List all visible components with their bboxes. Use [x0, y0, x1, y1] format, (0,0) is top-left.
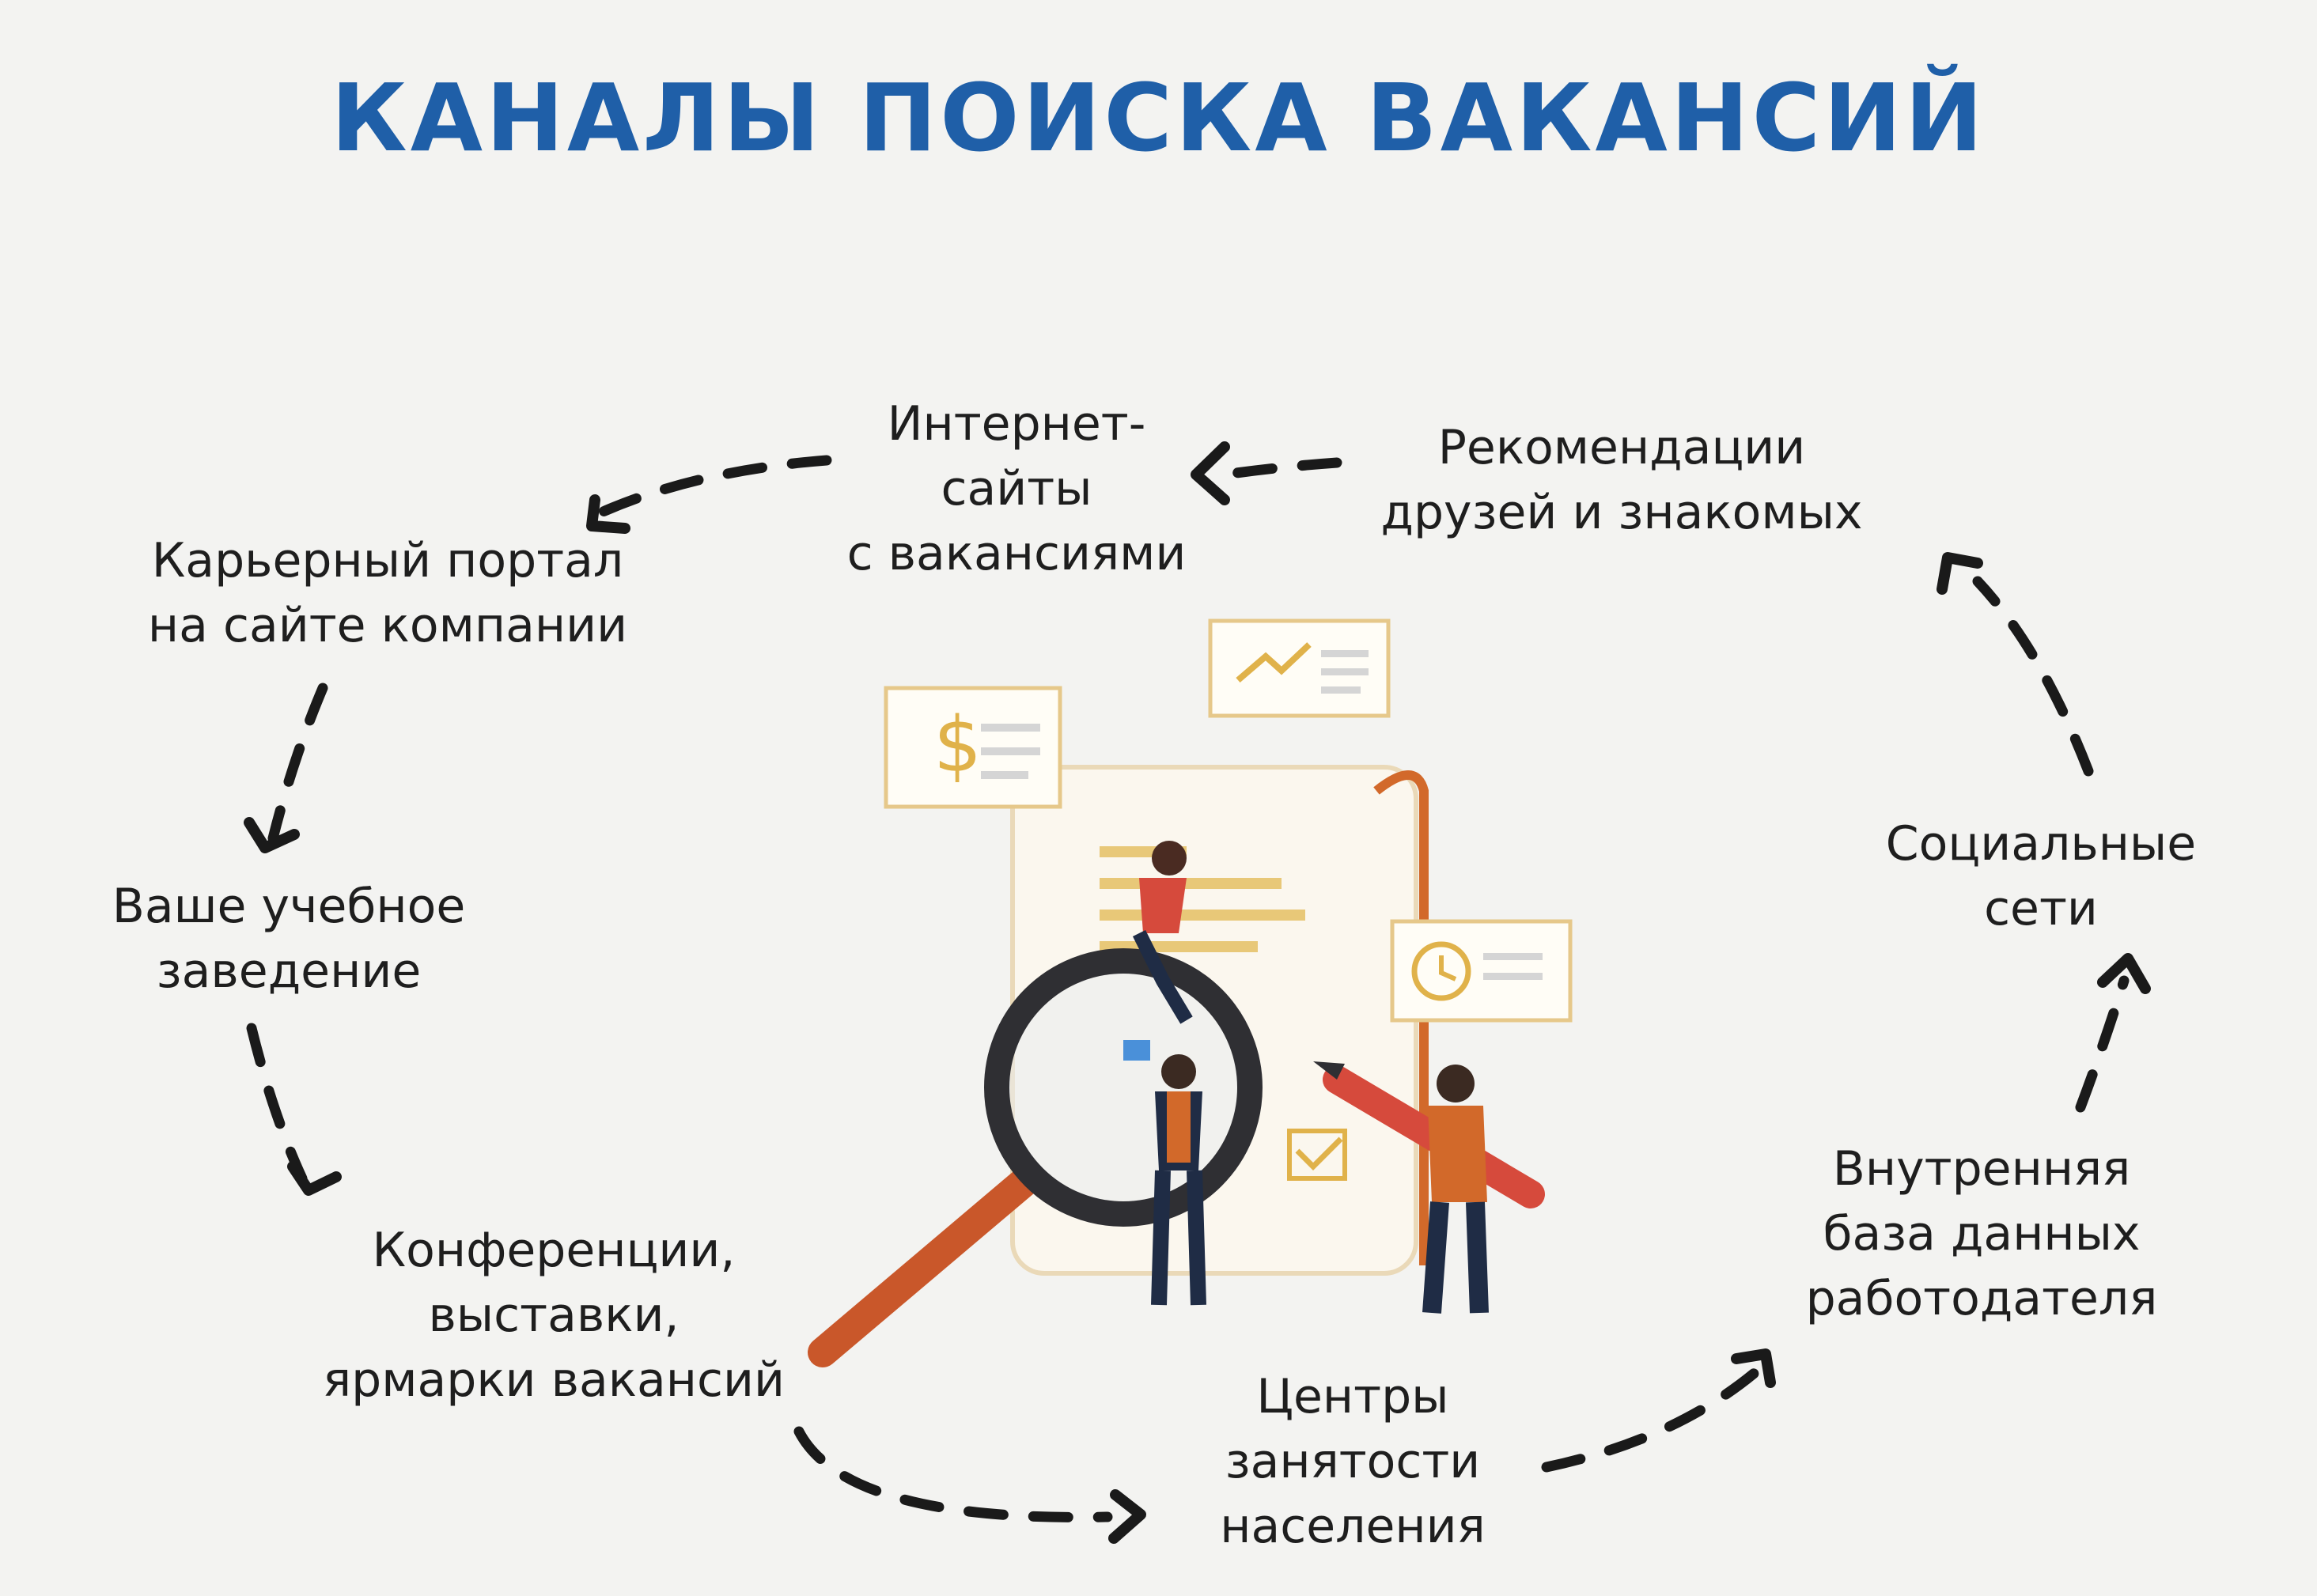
person-shirt-icon: [1167, 1091, 1191, 1163]
card-line-icon: [1321, 668, 1369, 675]
clock-card-icon: [1390, 919, 1573, 1023]
arrowhead-internet-icon: [1191, 441, 1230, 505]
person-legs-icon: [1132, 929, 1193, 1024]
arrow-career-portal-to-education: [267, 683, 328, 844]
arrow-recommendations-to-internet: [1219, 457, 1342, 480]
card-line-icon: [981, 724, 1040, 732]
magnifier-icon: [984, 948, 1263, 1227]
card-line-icon: [981, 747, 1040, 755]
card-line-icon: [1483, 973, 1543, 980]
node-social-networks: Социальные сети: [1885, 816, 2197, 936]
person-legs-icon: [1422, 1201, 1489, 1314]
card-line-icon: [981, 771, 1028, 779]
trend-arrow-icon: [1236, 642, 1312, 683]
doc-line-icon: [1100, 910, 1305, 921]
clock-hands-icon: [1439, 955, 1457, 981]
document-edge-icon: [1373, 770, 1429, 1265]
node-internet-sites: Интернет- сайты с вакансиями: [846, 396, 1187, 581]
node-employment-centers: Центры занятости населения: [1220, 1369, 1486, 1554]
card-line-icon: [1483, 953, 1543, 960]
person-head-icon: [1437, 1065, 1475, 1102]
node-education: Ваше учебное заведение: [112, 879, 466, 999]
person-head-icon: [1161, 1054, 1196, 1089]
node-conferences: Конференции, выставки, ярмарки вакансий: [323, 1223, 785, 1408]
arrow-conferences-to-employment: [793, 1426, 1113, 1522]
card-line-icon: [1321, 686, 1361, 694]
checkmark-icon: [1295, 1136, 1343, 1171]
person-icon: [1428, 1106, 1487, 1202]
pencil-tip-icon: [1313, 1061, 1345, 1080]
magnifier-handle-icon: [808, 1163, 1043, 1367]
node-career-portal: Карьерный портал на сайте компании: [147, 533, 628, 653]
person-icon: [1139, 878, 1187, 933]
arrow-database-to-social: [2075, 975, 2130, 1113]
central-illustration: $: [808, 618, 1573, 1367]
person-head-icon: [1152, 841, 1187, 876]
arrowhead-social-icon: [2097, 953, 2151, 994]
arrow-social-to-recommendations: [1972, 576, 2094, 777]
lens-badge-icon: [1123, 1040, 1150, 1061]
arrowhead-recommendations-icon: [1937, 552, 1983, 595]
page-title: КАНАЛЫ ПОИСКА ВАКАНСИЙ: [331, 63, 1986, 172]
arrowhead-employment-icon: [1108, 1489, 1146, 1544]
clock-icon: [1411, 941, 1471, 1001]
card-line-icon: [1321, 650, 1369, 657]
arrow-internet-to-career-portal: [596, 455, 832, 518]
node-recommendations: Рекомендации друзей и знакомых: [1380, 420, 1863, 540]
node-internal-database: Внутренняя база данных работодателя: [1805, 1141, 2158, 1326]
doc-line-icon: [1100, 878, 1282, 889]
arrow-employment-to-database: [1541, 1363, 1766, 1473]
arrowhead-conferences-icon: [287, 1161, 342, 1196]
arrowhead-career-portal-icon: [586, 494, 630, 534]
arrowhead-database-icon: [1731, 1348, 1776, 1388]
arrowhead-education-icon: [244, 817, 300, 853]
check-card-icon: [1287, 1129, 1347, 1181]
dollar-sign-icon: $: [933, 701, 982, 789]
arrow-education-to-conferences: [246, 1023, 308, 1184]
person-legs-icon: [1151, 1170, 1206, 1306]
